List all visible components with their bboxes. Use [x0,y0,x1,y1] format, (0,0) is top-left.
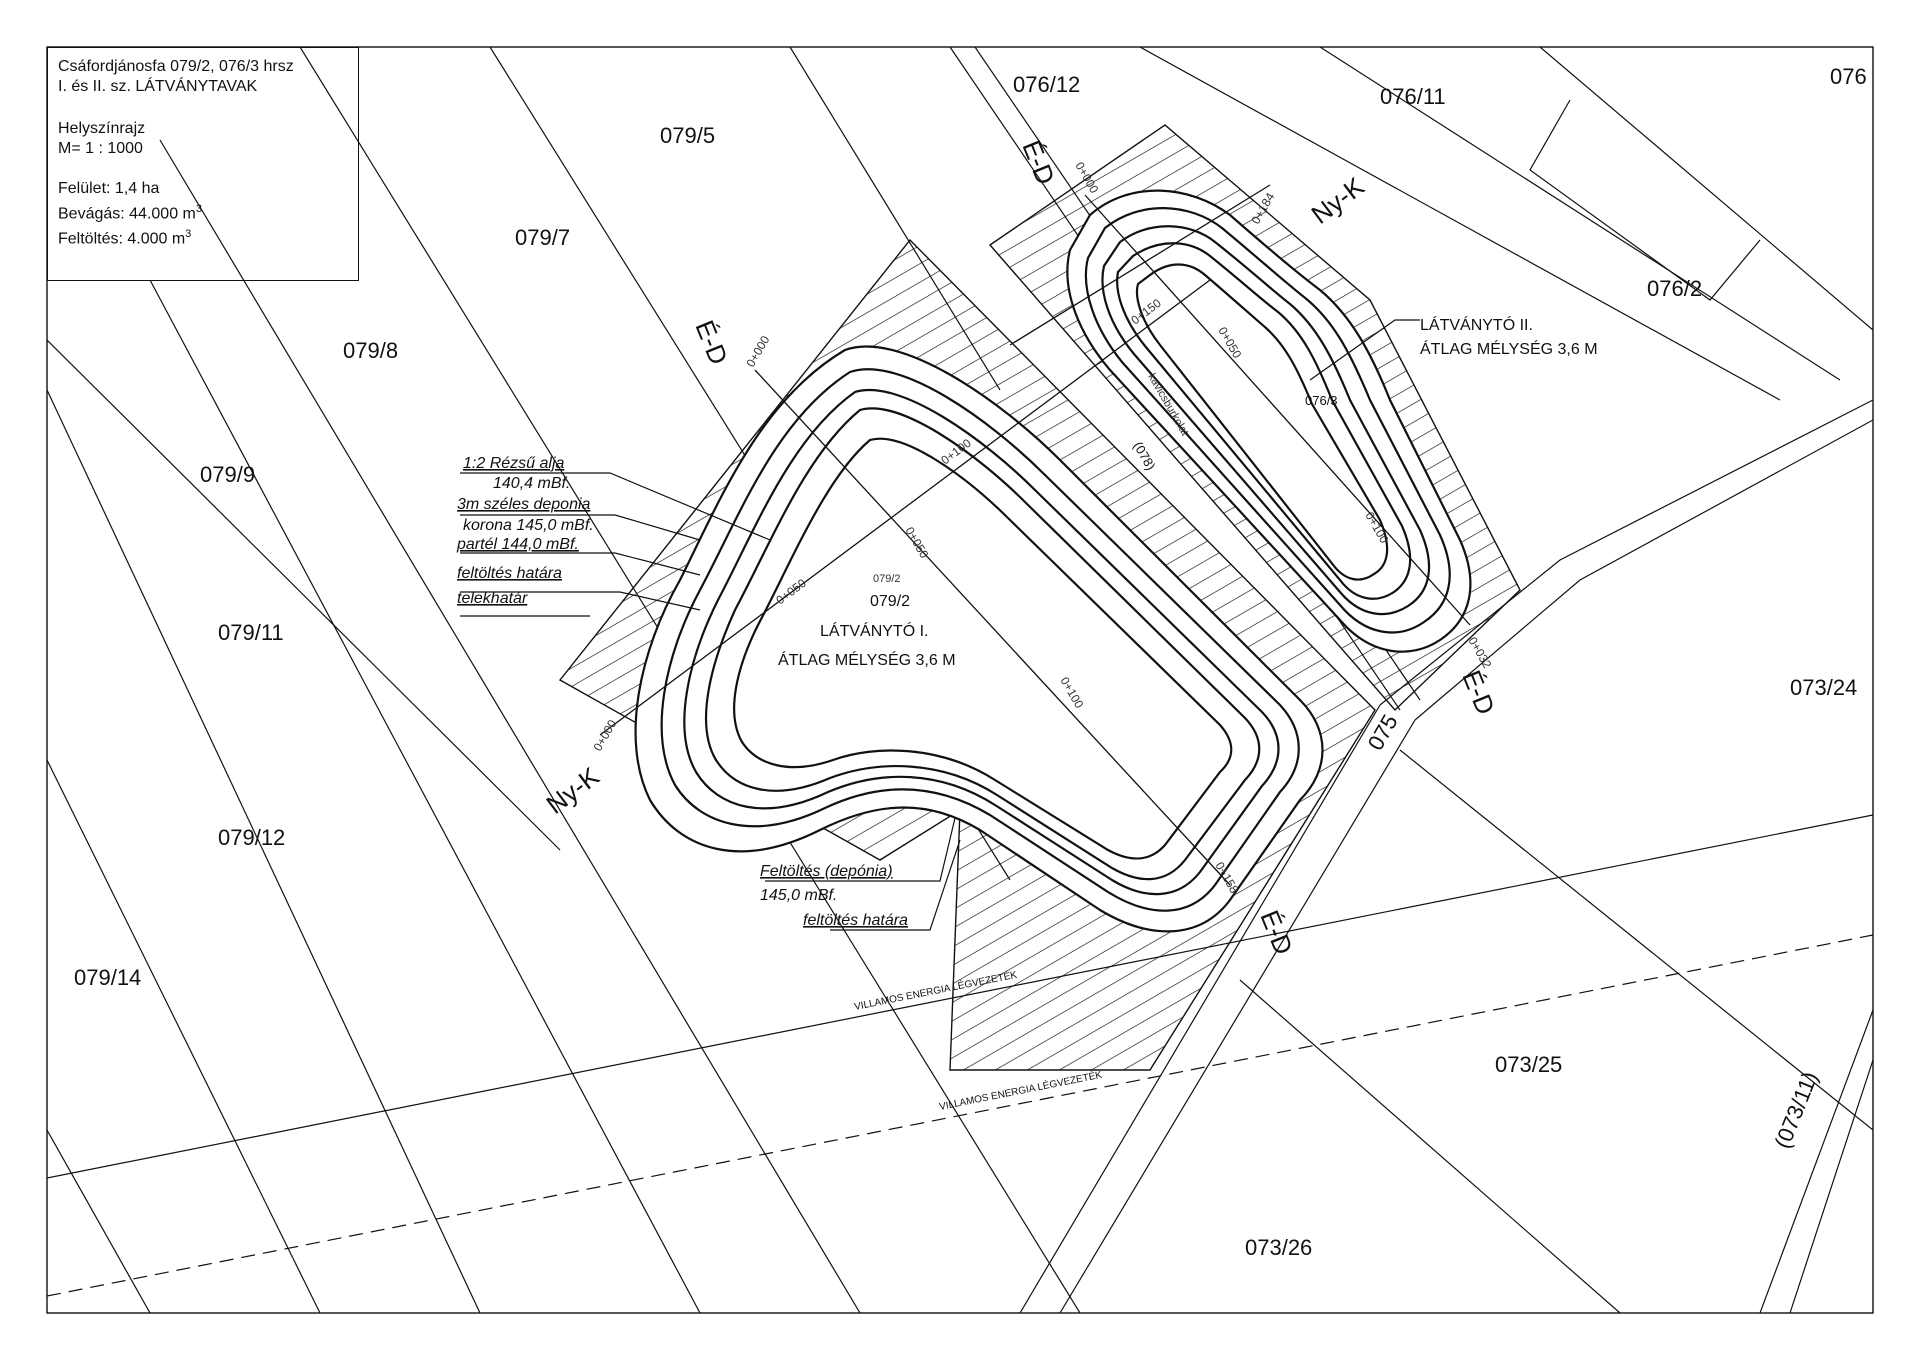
svg-text:0+032: 0+032 [1465,635,1494,671]
axis-ed-lake2-bottom: É-D [1456,666,1501,719]
parcel-079-12: 079/12 [218,825,285,850]
legend-slope-elev: 140,4 mBf. [493,475,570,492]
lake1-parcel-small: 079/2 [873,573,901,585]
axis-nyk-lake1: Ny-K [541,761,606,820]
parcel-073-24: 073/24 [1790,675,1857,700]
title-location: Csáfordjánosfa 079/2, 076/3 hrsz [58,58,294,75]
parcel-076-11: 076/11 [1380,84,1446,109]
drawing-frame [46,46,1874,1314]
lake2-contours [1066,189,1472,653]
legend-crown: korona 145,0 mBf. [463,517,594,534]
parcel-079-5: 079/5 [660,123,715,148]
lake1-name: LÁTVÁNYTÓ I. [820,621,928,640]
legend-edge: partél 144,0 mBf. [456,536,579,553]
parcel-076-3: 076/3 [1305,393,1338,408]
axis-nyk-lake2: Ny-K [1306,171,1371,230]
title-block: Csáfordjánosfa 079/2, 076/3 hrsz I. és I… [47,47,359,281]
lake2-depth: ÁTLAG MÉLYSÉG 3,6 M [1420,339,1598,358]
legend-boundary: telekhatár [457,590,528,607]
parcel-076-2: 076/2 [1647,276,1702,301]
svg-text:0+000: 0+000 [743,333,772,369]
leader-lines [460,319,1420,931]
parcel-073-11: (073/11) [1769,1068,1822,1152]
title-surface: Felület: 1,4 ha [58,180,160,197]
title-project: I. és II. sz. LÁTVÁNYTAVAK [58,78,258,95]
title-scale: M= 1 : 1000 [58,140,143,157]
svg-text:0+000: 0+000 [590,717,619,753]
axis-ed-lake1-top: É-D [689,316,734,369]
parcel-076: 076 [1830,64,1867,89]
parcel-073-25: 073/25 [1495,1052,1562,1077]
fill-note-elev: 145,0 mBf. [760,887,837,904]
parcel-076-12: 076/12 [1013,72,1080,97]
legend-notes: 1:2 Rézsű alja 140,4 mBf. 3m széles depo… [456,455,908,929]
lake1-section-lines [599,279,1231,886]
parcel-079-9: 079/9 [200,462,255,487]
parcel-079-8: 079/8 [343,338,398,363]
title-cut: Bevágás: 44.000 m3 [58,203,202,223]
title-fill: Feltöltés: 4.000 m3 [58,228,192,248]
lake2-section-lines [1009,184,1471,626]
power-line-2: VILLAMOS ENERGIA LÉGVEZETÉK [938,1068,1103,1113]
lake1-parcel: 079/2 [870,593,910,610]
axis-ed-lake2-top: É-D [1016,136,1061,189]
lake1-depth: ÁTLAG MÉLYSÉG 3,6 M [778,650,956,669]
legend-slope: 1:2 Rézsű alja [463,455,564,472]
lake2-name: LÁTVÁNYTÓ II. [1420,315,1533,334]
lake-labels: 079/2 079/2 LÁTVÁNYTÓ I. ÁTLAG MÉLYSÉG 3… [778,315,1598,669]
parcel-079-11: 079/11 [218,620,284,645]
lake1-contours [634,345,1324,933]
legend-deponia: 3m széles deponia [457,496,591,513]
axis-ed-lake1-bottom: É-D [1254,906,1299,959]
parcel-073-26: 073/26 [1245,1235,1312,1260]
fill-note-limit: feltöltés határa [803,912,908,929]
parcel-079-7: 079/7 [515,225,570,250]
fill-note: Feltöltés (depónia) [760,863,893,880]
parcel-079-14: 079/14 [74,965,141,990]
title-drawing-type: Helyszínrajz [58,120,146,137]
legend-fill-limit: feltöltés határa [457,565,562,582]
